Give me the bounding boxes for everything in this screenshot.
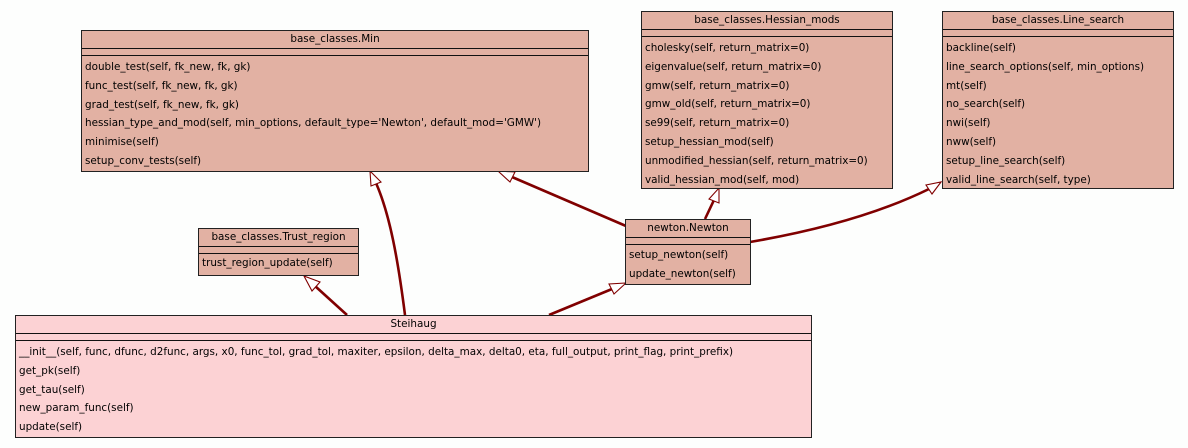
attributes-compartment	[943, 30, 1173, 37]
method: func_test(self, fk_new, fk, gk)	[85, 79, 238, 92]
methods-compartment: cholesky(self, return_matrix=0) eigenval…	[642, 37, 892, 189]
method: get_pk(self)	[19, 364, 81, 377]
class-name: base_classes.Hessian_mods	[642, 12, 892, 30]
methods-compartment: double_test(self, fk_new, fk, gk) func_t…	[82, 56, 588, 171]
class-base-classes-line-search[interactable]: base_classes.Line_search backline(self) …	[942, 11, 1174, 189]
edge-steihaug-to-newton	[548, 287, 613, 317]
method: grad_test(self, fk_new, fk, gk)	[85, 98, 239, 111]
edge-newton-to-min	[511, 175, 627, 228]
method: setup_conv_tests(self)	[85, 154, 202, 167]
edge-newton-to-line-search	[749, 187, 930, 244]
attributes-compartment	[626, 238, 750, 245]
method: double_test(self, fk_new, fk, gk)	[85, 61, 251, 73]
class-name: newton.Newton	[626, 220, 750, 238]
class-base-classes-min[interactable]: base_classes.Min double_test(self, fk_ne…	[81, 30, 589, 172]
method: nww(self)	[946, 135, 997, 148]
arrowhead-trust-region	[302, 274, 321, 292]
method: new_param_func(self)	[19, 402, 134, 415]
attributes-compartment	[642, 30, 892, 37]
class-name: base_classes.Line_search	[943, 12, 1173, 30]
class-name: base_classes.Trust_region	[199, 229, 358, 247]
method: no_search(self)	[946, 98, 1026, 111]
method: hessian_type_and_mod(self, min_options, …	[85, 117, 542, 130]
method: update_newton(self)	[629, 267, 736, 280]
method: trust_region_update(self)	[202, 257, 333, 269]
class-name: Steihaug	[16, 316, 811, 334]
edge-newton-to-hessian-mods	[703, 199, 716, 220]
methods-compartment: setup_newton(self) update_newton(self)	[626, 245, 750, 284]
edge-steihaug-to-trust-region	[314, 285, 348, 316]
arrowhead-min-from-newton	[496, 170, 516, 183]
method: setup_hessian_mod(self)	[645, 135, 774, 148]
method: valid_hessian_mod(self, mod)	[645, 173, 800, 186]
method: se99(self, return_matrix=0)	[645, 117, 790, 130]
method: cholesky(self, return_matrix=0)	[645, 42, 810, 54]
arrowhead-hessian-mods	[708, 186, 720, 204]
attributes-compartment	[199, 247, 358, 254]
methods-compartment: backline(self) line_search_options(self,…	[943, 37, 1173, 189]
class-base-classes-hessian-mods[interactable]: base_classes.Hessian_mods cholesky(self,…	[641, 11, 893, 189]
method: mt(self)	[946, 79, 987, 92]
methods-compartment: trust_region_update(self)	[199, 254, 358, 273]
attributes-compartment	[16, 334, 811, 341]
method: get_tau(self)	[19, 383, 85, 396]
class-newton-newton[interactable]: newton.Newton setup_newton(self) update_…	[625, 219, 751, 285]
class-name: base_classes.Min	[82, 31, 588, 49]
method: gmw_old(self, return_matrix=0)	[645, 98, 811, 111]
arrowhead-min-from-steihaug	[369, 169, 382, 187]
method: line_search_options(self, min_options)	[946, 60, 1145, 73]
method: gmw(self, return_matrix=0)	[645, 79, 790, 92]
method: __init__(self, func, dfunc, d2func, args…	[19, 346, 734, 358]
method: backline(self)	[946, 42, 1016, 54]
edge-steihaug-to-min	[374, 182, 407, 316]
arrowhead-line-search	[925, 181, 943, 195]
class-base-classes-trust-region[interactable]: base_classes.Trust_region trust_region_u…	[198, 228, 359, 276]
method: setup_newton(self)	[629, 249, 729, 261]
class-steihaug[interactable]: Steihaug __init__(self, func, dfunc, d2f…	[15, 315, 812, 438]
method: eigenvalue(self, return_matrix=0)	[645, 60, 822, 73]
arrowhead-newton	[608, 282, 628, 295]
method: valid_line_search(self, type)	[946, 173, 1091, 186]
method: minimise(self)	[85, 136, 159, 149]
method: nwi(self)	[946, 117, 991, 130]
methods-compartment: __init__(self, func, dfunc, d2func, args…	[16, 341, 811, 437]
attributes-compartment	[82, 49, 588, 56]
method: unmodified_hessian(self, return_matrix=0…	[645, 154, 868, 167]
method: update(self)	[19, 421, 83, 434]
method: setup_line_search(self)	[946, 154, 1066, 167]
